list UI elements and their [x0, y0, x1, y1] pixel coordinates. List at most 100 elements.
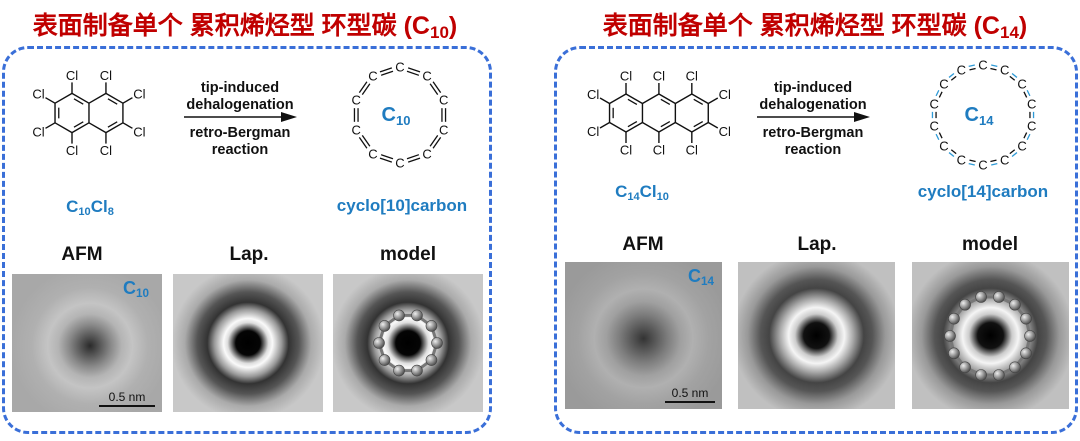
model-image	[333, 274, 483, 412]
double-bond	[73, 121, 84, 128]
precursor-formula: C14Cl10	[615, 182, 669, 203]
double-bond	[361, 134, 371, 147]
bond	[658, 121, 676, 133]
double-bond	[361, 83, 371, 96]
carbon-atom: C	[1000, 153, 1009, 168]
lap-label: Lap.	[229, 244, 269, 265]
afm-image: C10 0.5 nm	[12, 274, 162, 412]
panel-c10	[2, 46, 492, 434]
double-bond	[358, 81, 368, 93]
carbon-atom: C	[978, 158, 987, 173]
double-bond	[1023, 132, 1028, 139]
bond	[609, 93, 627, 105]
double-bond	[968, 162, 975, 166]
bond	[691, 121, 709, 133]
c-cl-bond	[122, 97, 133, 104]
chlorine-atom: Cl	[653, 69, 665, 84]
carbon-ball	[378, 320, 391, 332]
c-cl-bond	[707, 97, 719, 105]
carbon-atom: C	[422, 146, 431, 161]
chlorine-atom: Cl	[686, 69, 698, 84]
double-bond	[1009, 75, 1016, 81]
carbon-ball	[411, 364, 423, 377]
bond	[642, 121, 660, 133]
scale-bar: 0.5 nm	[665, 386, 715, 403]
double-bond	[969, 67, 976, 71]
carbon-ball	[1009, 361, 1021, 374]
model-image	[912, 262, 1069, 409]
double-bond	[991, 162, 998, 166]
chlorine-atom: Cl	[719, 87, 731, 102]
bond	[71, 92, 90, 104]
c-cl-bond	[45, 122, 56, 129]
double-bond	[948, 152, 955, 157]
double-bond	[379, 157, 393, 163]
laplace-image	[738, 262, 895, 409]
carbon-atom: C	[1027, 119, 1036, 134]
bond	[642, 93, 660, 105]
double-bond	[950, 75, 957, 81]
bond	[88, 122, 107, 134]
carbon-atom: C	[439, 93, 448, 108]
panel-c14	[554, 46, 1078, 434]
double-bond	[406, 70, 420, 76]
bond	[625, 121, 643, 133]
model-label: model	[962, 234, 1018, 255]
bond	[54, 122, 73, 134]
chlorine-atom: Cl	[133, 87, 145, 102]
bond	[54, 92, 73, 104]
double-bond	[379, 67, 393, 73]
chlorine-atom: Cl	[66, 143, 78, 158]
model-label: model	[380, 244, 436, 265]
carbon-atom: C	[368, 69, 377, 84]
carbon-ball	[411, 309, 423, 322]
carbon-atom: C	[939, 76, 948, 91]
title-c14: 表面制备单个 累积烯烃型 环型碳 (C14)	[602, 12, 1028, 42]
double-bond	[429, 134, 439, 147]
double-bond	[407, 67, 421, 73]
ring-label: C14	[965, 104, 995, 128]
chlorine-atom: Cl	[620, 69, 632, 84]
carbon-atom: C	[395, 156, 404, 171]
bond	[71, 122, 90, 134]
carbon-ball	[425, 320, 438, 332]
c-cl-bond	[599, 97, 610, 105]
carbon-ball	[1020, 312, 1032, 325]
carbon-ball	[948, 347, 960, 360]
double-bond	[991, 64, 998, 68]
chlorine-atom: Cl	[587, 87, 599, 102]
double-bond	[1026, 89, 1031, 97]
carbon-ball	[959, 298, 971, 311]
double-bond	[358, 137, 368, 149]
afm-tag: C14	[687, 266, 715, 288]
carbon-ball	[1009, 298, 1021, 311]
molecule-model-overlay	[944, 291, 1036, 381]
product-name: cyclo[14]carbon	[917, 182, 1049, 201]
bond	[609, 121, 627, 133]
bond	[105, 122, 124, 134]
double-bond	[969, 159, 976, 163]
carbon-atom: C	[352, 93, 361, 108]
precursor-formula: C10Cl8	[66, 197, 114, 218]
ring-label-subscript: 10	[396, 113, 410, 128]
double-bond	[1023, 91, 1028, 98]
carbon-ball	[959, 361, 971, 374]
bond	[675, 93, 693, 105]
chlorine-atom: Cl	[133, 124, 145, 139]
reaction-arrow	[184, 112, 297, 122]
double-bond	[407, 157, 421, 163]
afm-tag: C10	[122, 278, 150, 300]
bond	[675, 121, 693, 133]
product-name: cyclo[10]carbon	[336, 196, 468, 215]
carbon-atom: C	[352, 122, 361, 137]
double-bond	[429, 83, 439, 96]
carbon-ball	[944, 330, 956, 342]
carbon-atom: C	[1017, 139, 1026, 154]
carbon-ball	[431, 337, 443, 349]
